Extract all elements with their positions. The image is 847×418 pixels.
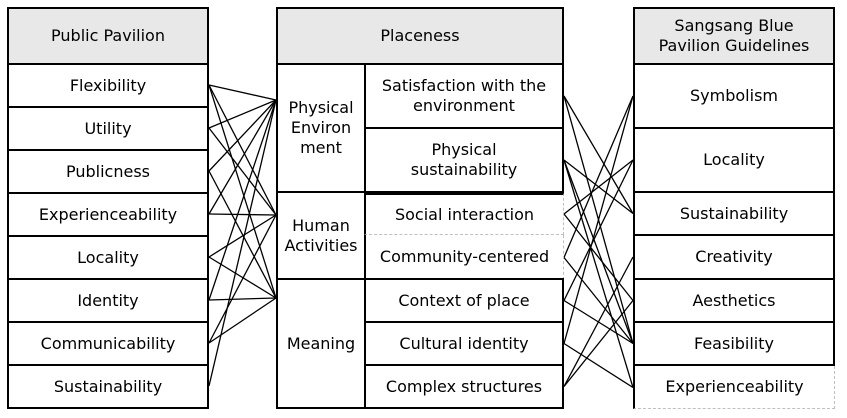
pp-item-experienceability: Experienceability xyxy=(7,192,209,237)
pp-item-label: Sustainability xyxy=(53,376,163,396)
connection-line-left xyxy=(208,99,277,215)
public-pavilion-header: Public Pavilion xyxy=(7,7,209,65)
pl-item-label: Cultural identity xyxy=(399,333,529,353)
gl-item-label: Feasibility xyxy=(694,333,774,353)
connection-line-right xyxy=(563,257,634,344)
gl-item-label: Sustainability xyxy=(679,203,789,223)
connection-line-right xyxy=(563,159,634,215)
gl-item-label: Locality xyxy=(703,150,765,169)
pp-item-publicness: Publicness xyxy=(7,149,209,194)
connection-line-left xyxy=(208,170,277,299)
gl-item-sustainability: Sustainability xyxy=(633,191,835,236)
connection-line-left xyxy=(208,84,277,101)
connection-line-left xyxy=(208,99,277,387)
connection-line-right xyxy=(563,342,634,389)
connection-line-right xyxy=(563,159,634,301)
category-label: Physical Environ ment xyxy=(288,98,354,157)
pl-item-satisfaction: Satisfaction with the environment xyxy=(364,63,564,129)
gl-item-label: Aesthetics xyxy=(692,290,776,310)
connection-line-right xyxy=(563,256,634,387)
gl-item-feasibility: Feasibility xyxy=(633,321,835,366)
placeness-title: Placeness xyxy=(380,26,460,45)
pp-item-label: Identity xyxy=(77,290,139,310)
connection-line-right xyxy=(563,95,634,214)
gl-item-label: Creativity xyxy=(695,247,773,266)
pl-item-physical-sustainability: Physical sustainability xyxy=(364,127,564,193)
pl-item-label: Social interaction xyxy=(394,204,535,224)
category-human-activities: Human Activities xyxy=(276,191,366,280)
connection-line-right xyxy=(563,159,634,388)
connection-line-left xyxy=(208,99,277,172)
pl-item-label: Satisfaction with the environment xyxy=(381,76,547,115)
placeness-header: Placeness xyxy=(276,7,564,65)
connection-line-left xyxy=(208,84,277,299)
gl-item-experienceability: Experienceability xyxy=(633,366,835,409)
connection-line-left xyxy=(208,297,277,344)
pl-item-complex-structures: Complex structures xyxy=(364,364,564,409)
pp-item-sustainability: Sustainability xyxy=(7,364,209,409)
connection-line-left xyxy=(208,256,277,299)
connection-line-right xyxy=(563,300,634,387)
connection-line-left xyxy=(208,84,277,216)
pl-item-cultural-identity: Cultural identity xyxy=(364,321,564,366)
pp-item-label: Locality xyxy=(77,247,139,267)
guidelines-title: Sangsang Blue Pavilion Guidelines xyxy=(658,16,810,55)
pp-item-utility: Utility xyxy=(7,106,209,151)
pp-item-label: Flexibility xyxy=(69,75,147,95)
connection-line-right xyxy=(563,299,634,345)
pl-item-label: Complex structures xyxy=(385,376,543,396)
pp-item-label: Experienceability xyxy=(38,204,178,224)
category-meaning: Meaning xyxy=(276,278,366,409)
pl-item-community-centered: Community-centered xyxy=(364,235,564,280)
connection-line-right xyxy=(563,213,634,301)
category-physical-environment: Physical Environ ment xyxy=(276,63,366,193)
category-label: Human Activities xyxy=(284,215,358,255)
gl-item-symbolism: Symbolism xyxy=(633,63,835,129)
connection-line-left xyxy=(208,99,277,301)
connection-line-left xyxy=(208,213,277,216)
pl-item-label: Community-centered xyxy=(379,246,550,266)
connection-line-right xyxy=(563,95,634,344)
pl-item-label: Physical sustainability xyxy=(410,140,518,179)
pp-item-communicability: Communicability xyxy=(7,321,209,366)
pp-item-label: Utility xyxy=(84,118,132,138)
gl-item-creativity: Creativity xyxy=(633,234,835,280)
pp-item-locality: Locality xyxy=(7,235,209,280)
gl-item-label: Experienceability xyxy=(665,377,804,396)
connection-line-left xyxy=(208,99,277,129)
pp-item-label: Communicability xyxy=(40,333,176,353)
connection-line-right xyxy=(563,95,634,344)
connection-line-right xyxy=(563,159,634,215)
public-pavilion-title: Public Pavilion xyxy=(51,26,165,45)
guidelines-header: Sangsang Blue Pavilion Guidelines xyxy=(633,7,835,65)
category-label: Meaning xyxy=(286,333,356,353)
connection-line-right xyxy=(563,95,634,258)
connection-line-left xyxy=(208,297,277,301)
connection-line-right xyxy=(563,159,634,344)
pp-item-identity: Identity xyxy=(7,278,209,323)
pl-item-label: Context of place xyxy=(398,290,530,310)
connection-line-left xyxy=(208,214,277,344)
pp-item-flexibility: Flexibility xyxy=(7,63,209,108)
pl-item-context-of-place: Context of place xyxy=(364,278,564,323)
gl-item-aesthetics: Aesthetics xyxy=(633,278,835,323)
connection-line-left xyxy=(208,214,277,258)
connection-line-left xyxy=(208,127,277,216)
pl-item-social-interaction: Social interaction xyxy=(364,193,564,235)
gl-item-label: Symbolism xyxy=(690,86,778,105)
gl-item-locality: Locality xyxy=(633,127,835,193)
pp-item-label: Publicness xyxy=(65,161,150,181)
